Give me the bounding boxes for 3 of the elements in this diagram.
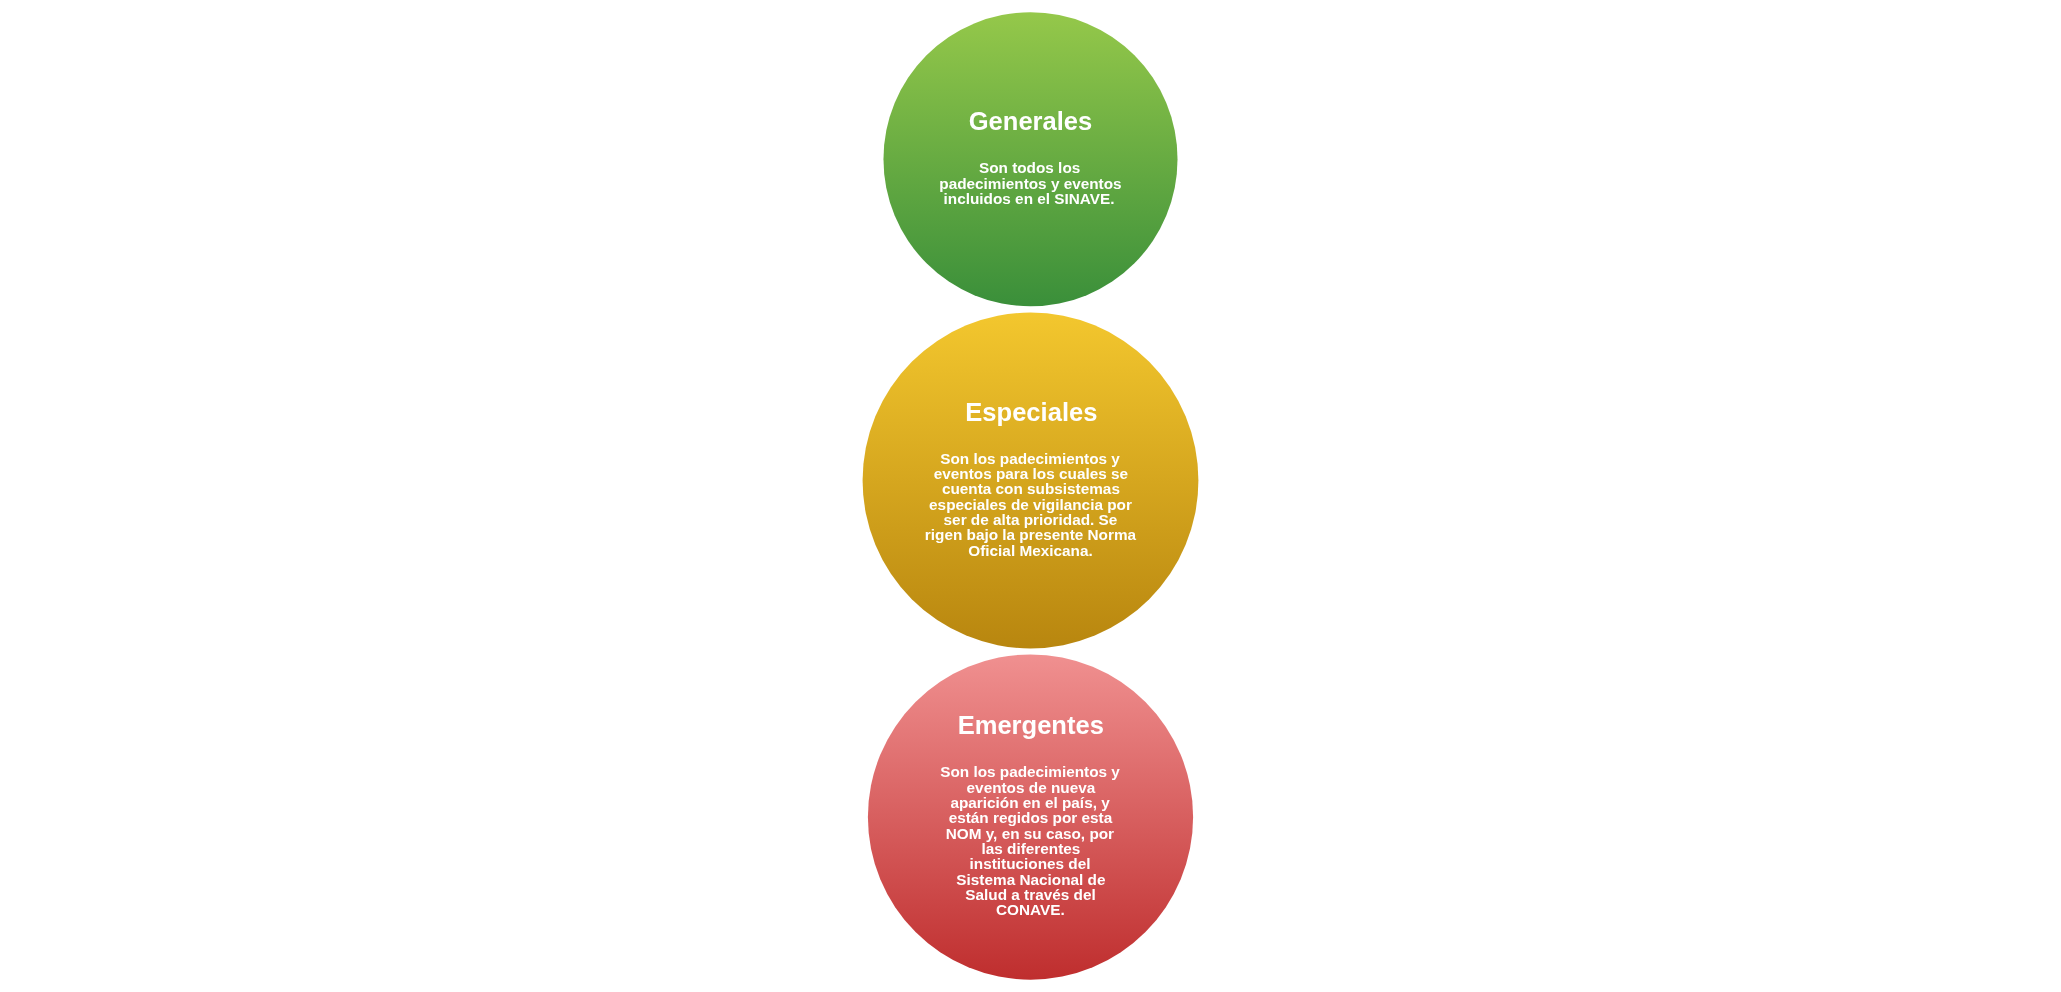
node-circle: Emergentes Son los padecimientos y eventos de nueva aparición en el país, y están regidos por esta NOM y, en su caso, por las diferentes instituciones del Sistema Nacional de Salud a través del CONAVE. — [867, 654, 1194, 980]
node-circle: Generales Son todos los padecimientos y eventos incluidos en el SINAVE. — [883, 12, 1178, 307]
node-circle: Especiales Son los padecimientos y eventos para los cuales se cuenta con subsistemas especiales de vigilancia por ser de alta prioridad. Se rigen bajo la presente Norma Oficial Mexicana. — [862, 312, 1199, 649]
